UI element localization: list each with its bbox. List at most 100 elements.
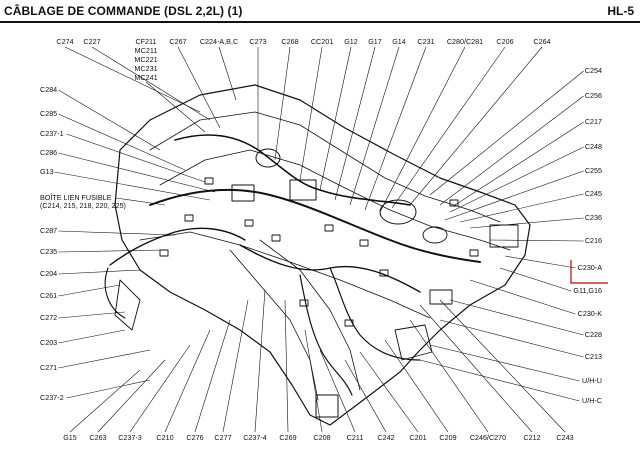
callout-label: C255: [585, 166, 602, 175]
callout-label: C237-3: [118, 433, 142, 442]
leader-line: [58, 284, 121, 297]
fuse-box: [231, 184, 255, 202]
leader-line: [129, 344, 191, 433]
page-title: CÂBLAGE DE COMMANDE (DSL 2,2L) (1): [4, 4, 243, 18]
callout-label: G15: [63, 433, 77, 442]
harness-branch: [329, 267, 421, 361]
right-bracket: [489, 224, 519, 248]
callout-label: C210: [156, 433, 173, 442]
harness-main: [149, 188, 481, 263]
leader-line: [91, 46, 211, 121]
callout-label: C267: [169, 37, 186, 46]
leader-line: [58, 249, 166, 253]
callout-label: C269: [279, 433, 296, 442]
callout-label: C285: [40, 109, 57, 118]
leader-line: [58, 311, 126, 319]
leader-line: [444, 170, 584, 221]
leader-line: [66, 379, 151, 399]
callout-label: C268: [281, 37, 298, 46]
tunnel: [229, 249, 319, 401]
leader-line: [222, 299, 249, 433]
leader-line: [69, 369, 141, 433]
callout-label: C261: [40, 291, 57, 300]
leader-line: [115, 197, 166, 206]
leader-line: [499, 267, 572, 292]
callout-label: C280/C281: [447, 37, 483, 46]
body-outline: [114, 84, 531, 426]
leader-line: [54, 171, 211, 201]
leader-line: [58, 329, 126, 344]
callout-label: C254: [585, 66, 602, 75]
callout-label: C237-4: [243, 433, 267, 442]
leader-line: [409, 46, 543, 206]
callout-label: U/H-U: [582, 376, 602, 385]
leader-line: [177, 46, 221, 129]
callout-label: C212: [523, 433, 540, 442]
leader-line: [299, 46, 323, 181]
leader-line: [364, 46, 427, 211]
callout-label: C203: [40, 338, 57, 347]
leader-line: [58, 349, 151, 369]
callout-label: C276: [186, 433, 203, 442]
leader-line: [58, 113, 186, 171]
leader-line: [58, 269, 141, 275]
harness-down: [299, 274, 353, 396]
leader-line: [58, 152, 216, 193]
ecu-module: [289, 179, 317, 201]
callouts-right: C254 C256 C217 C248 C255 C245 C236 C216 …: [573, 66, 602, 405]
leader-line: [66, 133, 206, 183]
leader-line: [429, 344, 580, 382]
leader-line: [319, 349, 356, 433]
callout-label: G14: [392, 37, 406, 46]
callout-label: C217: [585, 117, 602, 126]
callout-label: MC221: [134, 55, 157, 64]
callout-label: G12: [344, 37, 358, 46]
callout-label: C230-A: [578, 263, 603, 272]
leader-line: [319, 46, 352, 191]
harness-drawing: [104, 84, 531, 426]
lower-bracket: [394, 324, 433, 361]
callout-label: C272: [40, 313, 57, 322]
leader-line: [439, 299, 566, 433]
callout-label: C236: [585, 213, 602, 222]
harness-upper: [174, 134, 411, 206]
callout-label: C273: [249, 37, 266, 46]
leader-line: [194, 319, 231, 433]
leader-line: [145, 81, 206, 133]
callout-label: C287: [40, 226, 57, 235]
leader-line: [469, 279, 576, 315]
callout-label: CF211: [135, 37, 156, 46]
header: CÂBLAGE DE COMMANDE (DSL 2,2L) (1) HL-5: [0, 0, 640, 23]
callout-label: C237-2: [40, 393, 64, 402]
steering-column: [255, 148, 281, 168]
leader-line: [64, 46, 201, 113]
leader-line: [454, 121, 584, 206]
page-code: HL-5: [607, 4, 634, 18]
leader-line: [344, 359, 387, 433]
tunnel-2: [259, 239, 361, 391]
callout-label: MC211: [135, 46, 158, 55]
callout-label: (C214, 215, 218, 220, 225): [40, 201, 126, 210]
leader-line: [384, 339, 449, 433]
harness-left: [109, 227, 246, 266]
leader-line: [359, 351, 419, 433]
callouts-bottom: G15 C263 C237-3 C210 C276 C277 C237-4 C2…: [63, 433, 573, 442]
callout-label: MC231: [134, 64, 157, 73]
header-divider: [0, 21, 640, 23]
callout-label: U/H-C: [582, 396, 602, 405]
callout-label: C235: [40, 247, 57, 256]
callout-label: C227: [83, 37, 100, 46]
pedal-bracket: [315, 394, 339, 418]
callout-label: C242: [377, 433, 394, 442]
leader-line: [449, 146, 584, 213]
leader-line: [459, 193, 584, 223]
highlight-bracket: [570, 260, 608, 284]
callout-label: C201: [409, 433, 426, 442]
leader-line: [334, 46, 376, 201]
leader-line: [449, 299, 584, 336]
callout-label: C245: [585, 189, 602, 198]
harness-left-loop: [104, 267, 126, 319]
callout-label: G13: [40, 167, 54, 176]
callout-label: C231: [417, 37, 434, 46]
